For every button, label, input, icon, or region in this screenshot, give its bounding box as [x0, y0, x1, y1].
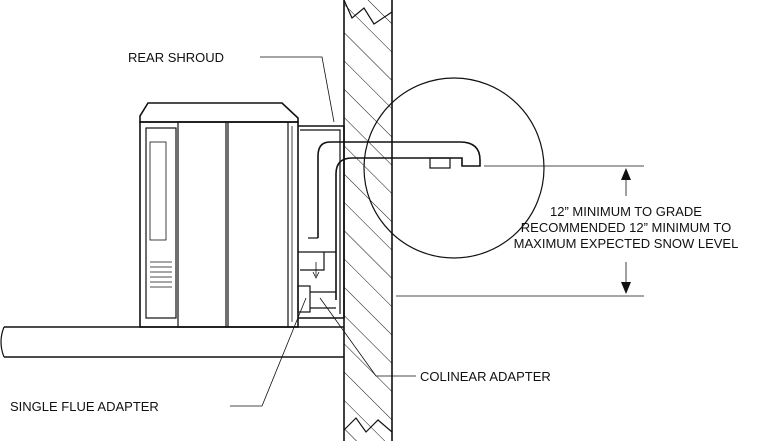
rear-shroud [298, 125, 345, 319]
vent-piping [297, 141, 481, 313]
clearance-dimension [396, 165, 644, 297]
single-flue-adapter-label: SINGLE FLUE ADAPTER [10, 399, 159, 414]
clearance-label-line2: RECOMMENDED 12” MINIMUM TO [521, 220, 731, 235]
furnace-unit [139, 102, 299, 328]
leader-lines [230, 56, 416, 407]
clearance-label-line3: MAXIMUM EXPECTED SNOW LEVEL [514, 236, 739, 251]
detail-circle [363, 77, 545, 259]
rear-shroud-label: REAR SHROUD [128, 50, 224, 65]
clearance-label-line1: 12” MINIMUM TO GRADE [550, 204, 702, 219]
exterior-wall [343, 0, 393, 441]
colinear-adapter-label: COLINEAR ADAPTER [420, 369, 551, 384]
louver-vents [150, 261, 172, 288]
